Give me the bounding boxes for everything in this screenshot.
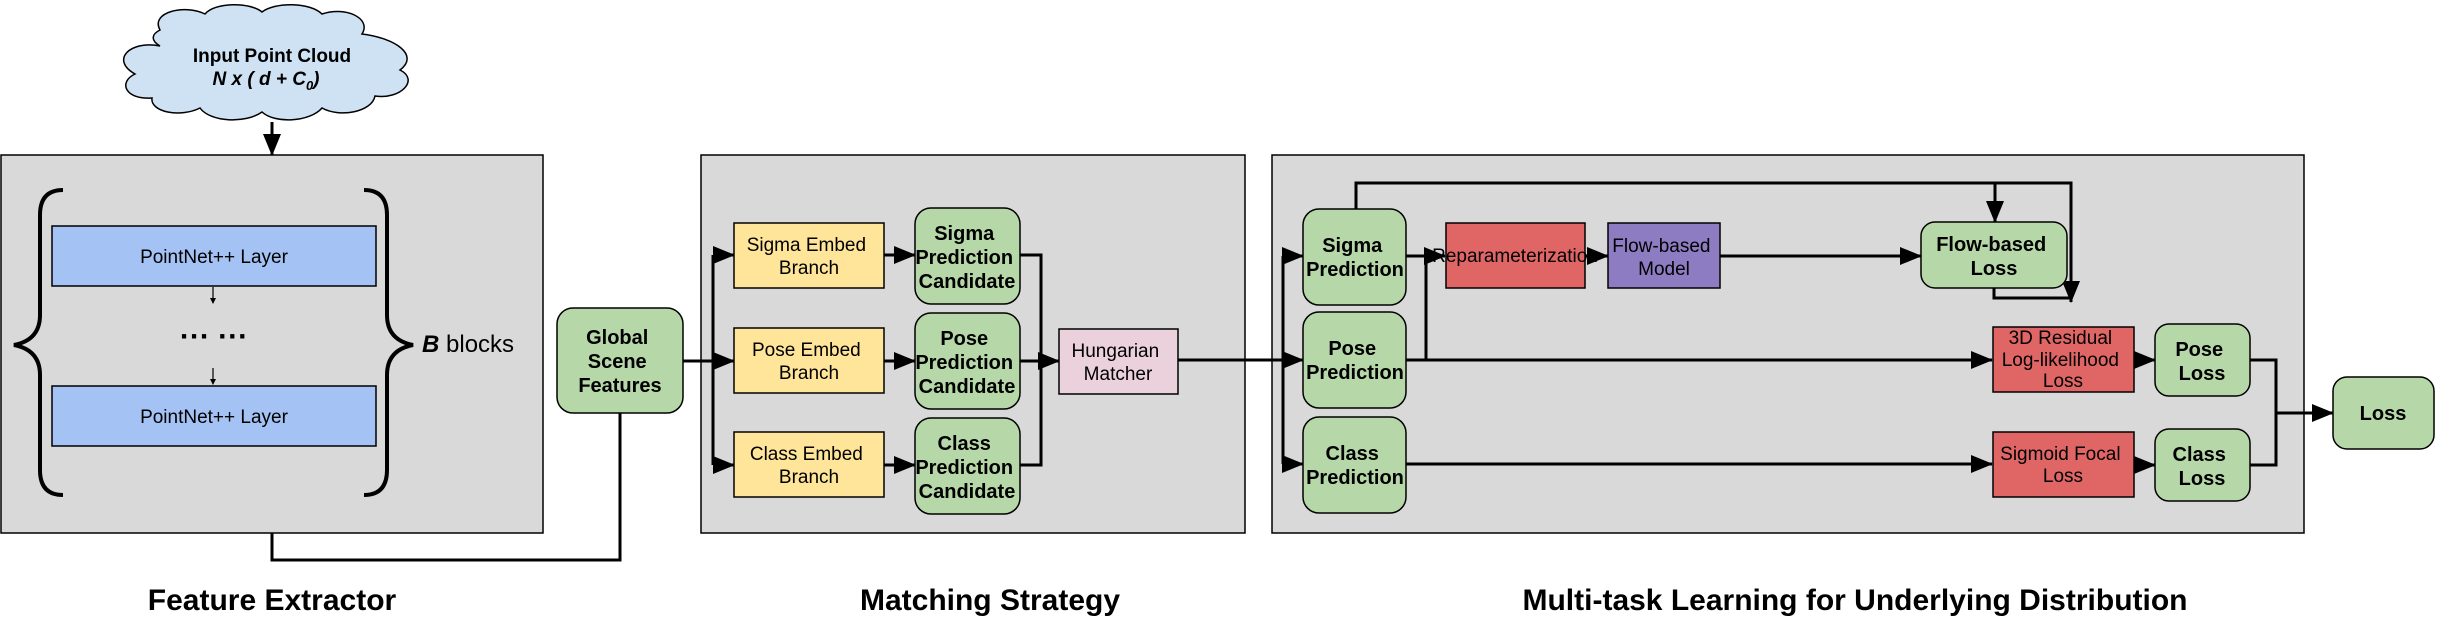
b-blocks-label: B blocks <box>422 331 514 358</box>
hungarian-matcher <box>1058 328 1179 395</box>
caption-multitask: Multi-task Learning for Underlying Distr… <box>1522 584 2187 617</box>
caption-feature-extractor: Feature Extractor <box>148 584 397 617</box>
reparameterization-label: Reparameterization <box>1432 246 1598 267</box>
flow-based-model <box>1607 222 1721 289</box>
pose-prediction-candidate-label: Pose Prediction Candidate <box>915 328 1018 398</box>
hungarian-matcher-label: Hungarian Matcher <box>1072 341 1165 385</box>
sigma-embed-branch-label: Sigma Embed Branch <box>747 235 872 279</box>
pose-embed-branch-label: Pose Embed Branch <box>752 340 866 384</box>
class-embed-branch-label: Class Embed Branch <box>750 444 868 488</box>
residual-log-likelihood-loss-label: 3D Residual Log-likelihood Loss <box>2002 328 2125 392</box>
arrow-sigma-to-residual-loss <box>1354 181 2080 303</box>
right-brace <box>363 188 414 497</box>
left-brace <box>13 188 64 497</box>
cloud-title: Input Point Cloud <box>193 46 351 67</box>
pointnet-layer-top <box>51 225 377 287</box>
sigmoid-focal-loss <box>1992 431 2135 498</box>
pose-prediction <box>1302 311 1407 409</box>
feature-extractor-panel <box>0 154 544 534</box>
class-prediction-candidate-label: Class Prediction Candidate <box>915 433 1018 503</box>
residual-log-likelihood-loss <box>1992 326 2135 393</box>
pointnet-layer-bottom <box>51 385 377 447</box>
total-loss <box>2332 376 2435 450</box>
caption-matching-strategy: Matching Strategy <box>860 584 1120 617</box>
pose-prediction-label: Pose Prediction <box>1306 338 1404 384</box>
wire-flow-loss-to-residual <box>1992 288 2071 300</box>
pose-loss-label: Pose Loss <box>2175 339 2228 385</box>
sigma-prediction <box>1302 208 1407 306</box>
total-loss-label: Loss <box>2360 403 2407 425</box>
global-scene-features-label: Global Scene Features <box>578 327 661 397</box>
flow-based-model-label: Flow-based Model <box>1612 236 1716 280</box>
sigmoid-focal-loss-label: Sigmoid Focal Loss <box>2000 444 2126 487</box>
sigma-prediction-label: Sigma Prediction <box>1306 235 1404 281</box>
reparameterization <box>1445 222 1586 289</box>
pose-embed-branch <box>733 327 885 394</box>
sigma-prediction-candidate-label: Sigma Prediction Candidate <box>915 223 1018 293</box>
cloud-formula: N x ( d + C0) <box>213 69 320 93</box>
sigma-embed-branch <box>733 222 885 289</box>
arrow-extractor-to-global <box>270 376 629 562</box>
pointnet-layer-bottom-label: PointNet++ Layer <box>140 407 289 428</box>
class-loss-label: Class Loss <box>2173 444 2232 490</box>
flow-based-loss-label: Flow-based Loss <box>1936 234 2052 280</box>
class-embed-branch <box>733 431 885 498</box>
cloud-icon <box>122 4 409 121</box>
class-prediction <box>1302 416 1407 514</box>
pointnet-layer-top-label: PointNet++ Layer <box>140 247 289 268</box>
ellipsis: ··· ··· <box>180 320 248 353</box>
input-point-cloud: Input Point Cloud N x ( d + C0) <box>122 4 409 121</box>
class-prediction-label: Class Prediction <box>1306 443 1404 489</box>
